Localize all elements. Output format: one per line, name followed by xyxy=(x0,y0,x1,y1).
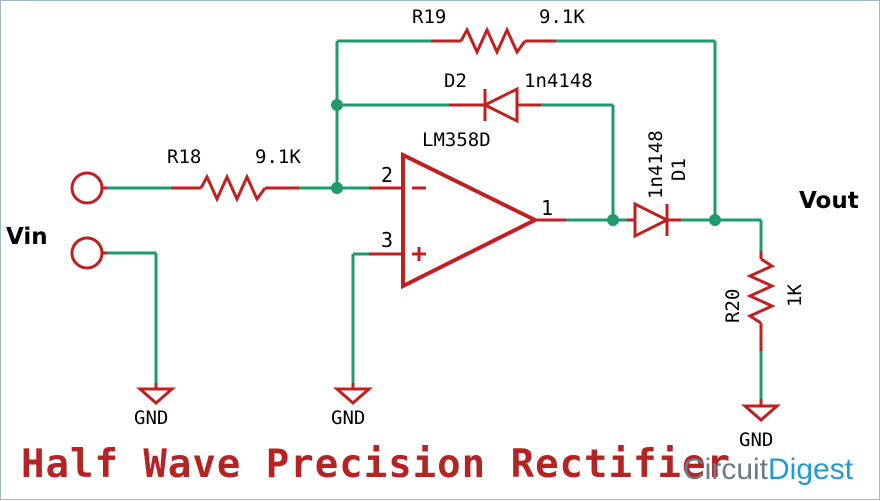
vout-label: Vout xyxy=(799,188,859,214)
brand-logo: CircuitDigest xyxy=(683,453,854,486)
d2-name: D2 xyxy=(444,70,467,92)
vin-terminal-bottom xyxy=(70,236,104,270)
resistor-r20 xyxy=(746,251,776,351)
pin-1-label: 1 xyxy=(541,196,553,220)
r19-value: 9.1K xyxy=(539,6,585,28)
r20-name: R20 xyxy=(722,289,744,323)
vin-terminals xyxy=(70,171,107,270)
d2-part: 1n4148 xyxy=(524,70,593,92)
gnd-label-3: GND xyxy=(739,429,773,451)
brand-part2: Digest xyxy=(768,453,854,486)
pin-2-label: 2 xyxy=(381,163,393,187)
diode-d1 xyxy=(627,201,681,239)
ground-symbol-1 xyxy=(136,383,176,405)
diode-d2 xyxy=(449,86,541,124)
gnd-label-2: GND xyxy=(331,407,365,429)
diagram-title: Half Wave Precision Rectifier xyxy=(21,442,731,487)
junction-dot xyxy=(331,182,343,194)
ground-symbol-2 xyxy=(333,383,373,405)
brand-part1: Circuit xyxy=(683,453,769,486)
junction-dot xyxy=(607,214,619,226)
vin-terminal-top xyxy=(70,171,104,205)
opamp-label: LM358D xyxy=(422,129,491,151)
gnd-label-1: GND xyxy=(134,407,168,429)
vin-label: Vin xyxy=(6,224,48,250)
d1-name: D1 xyxy=(668,158,690,181)
junction-dot xyxy=(709,214,721,226)
r18-value: 9.1K xyxy=(255,146,301,168)
opamp-lm358d xyxy=(369,151,566,290)
r20-value: 1K xyxy=(784,284,806,307)
resistor-r19 xyxy=(431,26,556,56)
resistor-r18 xyxy=(171,173,299,203)
junction-dots xyxy=(331,99,721,226)
r19-name: R19 xyxy=(412,6,446,28)
junction-dot xyxy=(331,99,343,111)
r18-name: R18 xyxy=(167,146,201,168)
d1-part: 1n4148 xyxy=(645,130,667,199)
pin-3-label: 3 xyxy=(381,228,393,252)
svg-text:CircuitDigest: CircuitDigest xyxy=(683,453,854,486)
ground-symbol-3 xyxy=(741,399,781,422)
